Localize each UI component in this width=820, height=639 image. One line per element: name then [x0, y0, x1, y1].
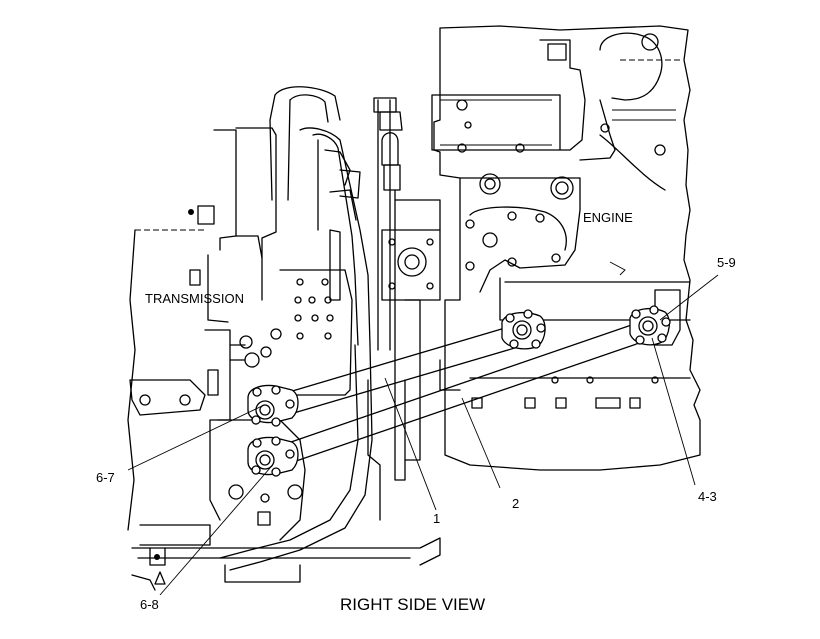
callout-6-7: 6-7	[96, 470, 115, 485]
callout-2: 2	[512, 496, 520, 511]
engine-label: ENGINE	[583, 210, 633, 225]
leader-lines	[127, 274, 719, 596]
transmission-housing	[127, 127, 441, 591]
hose-bundle	[219, 86, 461, 571]
callout-6-8: 6-8	[140, 597, 159, 612]
flange-line-1-engine	[501, 309, 546, 350]
callout-5-9: 5-9	[717, 255, 736, 270]
oil-cooler-lines	[247, 305, 671, 477]
flange-6-8	[247, 436, 299, 477]
callout-4-3: 4-3	[698, 489, 717, 504]
flange-5-9	[629, 305, 671, 346]
engine-block	[381, 25, 701, 471]
transmission-label: TRANSMISSION	[145, 291, 244, 306]
callout-1: 1	[433, 511, 441, 526]
flange-6-7	[247, 384, 299, 427]
view-caption: RIGHT SIDE VIEW	[340, 595, 486, 614]
